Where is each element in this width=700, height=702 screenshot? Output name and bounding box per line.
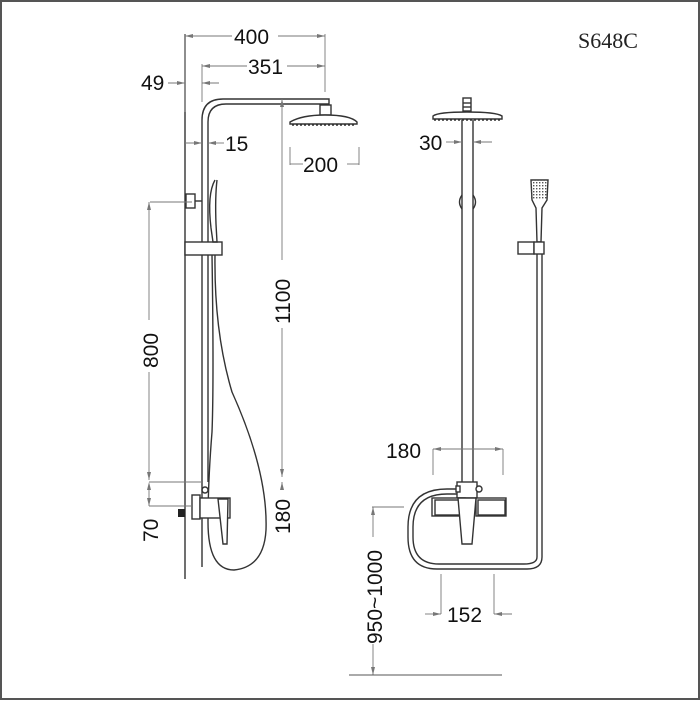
dim-200: 200 bbox=[289, 147, 360, 177]
slider-front-right bbox=[533, 241, 545, 255]
dim-70: 70 bbox=[140, 481, 202, 542]
dim-950-1000: 950~1000 bbox=[349, 506, 502, 676]
dim-152: 152 bbox=[425, 574, 512, 627]
dim-400: 400 bbox=[184, 26, 326, 112]
svg-text:200: 200 bbox=[303, 154, 338, 177]
model-code: S648C bbox=[578, 28, 638, 53]
mixer-body-right bbox=[475, 497, 507, 517]
dim-351: 351 bbox=[201, 56, 325, 102]
shower-head-side bbox=[289, 114, 358, 125]
diverter-knob bbox=[201, 486, 209, 494]
svg-text:70: 70 bbox=[140, 519, 163, 542]
dim-49: 49 bbox=[141, 72, 219, 95]
svg-text:1100: 1100 bbox=[272, 279, 295, 324]
hand-shower-spray-face bbox=[531, 180, 548, 199]
riser-inner bbox=[207, 103, 329, 482]
svg-text:15: 15 bbox=[225, 133, 248, 156]
svg-text:180: 180 bbox=[386, 440, 421, 463]
hand-shower-slider bbox=[184, 241, 223, 256]
dim-800: 800 bbox=[140, 201, 192, 480]
mixer-lever-front bbox=[457, 497, 477, 545]
mixer-lever-side bbox=[217, 498, 229, 545]
dim-180-side: 180 bbox=[272, 482, 295, 534]
inlet-nut bbox=[191, 494, 201, 520]
hose-loop-outer bbox=[407, 488, 543, 570]
hose bbox=[207, 254, 267, 571]
front-view: 30 180 152 950~100 bbox=[349, 97, 549, 676]
svg-text:30: 30 bbox=[419, 132, 442, 155]
svg-text:351: 351 bbox=[248, 56, 283, 79]
svg-text:950~1000: 950~1000 bbox=[364, 550, 387, 644]
bracket-front-left bbox=[458, 194, 463, 210]
hand-shower-side bbox=[208, 179, 218, 243]
svg-text:180: 180 bbox=[272, 499, 295, 534]
svg-text:400: 400 bbox=[234, 26, 269, 49]
svg-text:152: 152 bbox=[447, 604, 482, 627]
svg-text:49: 49 bbox=[141, 72, 164, 95]
dim-180-front: 180 bbox=[386, 440, 504, 475]
dim-15: 15 bbox=[185, 133, 248, 156]
wall-bracket bbox=[185, 193, 196, 209]
slider-front-left bbox=[517, 241, 535, 255]
hose-loop-inner bbox=[412, 493, 538, 565]
bracket-front-right bbox=[472, 194, 477, 210]
svg-text:800: 800 bbox=[140, 333, 163, 368]
dim-1100: 1100 bbox=[272, 99, 295, 477]
dim-30: 30 bbox=[419, 132, 492, 155]
inlet-cap bbox=[178, 509, 185, 517]
side-view: 400 351 49 15 bbox=[140, 26, 360, 579]
riser-outer bbox=[201, 98, 330, 567]
shower-head-front bbox=[432, 111, 503, 120]
diverter-knob-front bbox=[475, 485, 483, 493]
head-connector-front bbox=[462, 97, 472, 112]
head-connector bbox=[319, 104, 332, 116]
